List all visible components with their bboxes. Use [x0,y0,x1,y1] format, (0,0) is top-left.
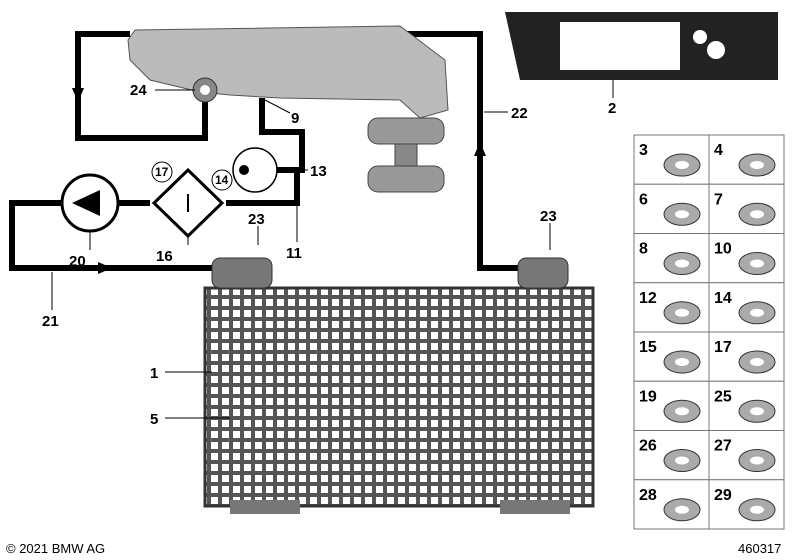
callout-16: 16 [156,248,173,265]
callout-14: 14 [215,173,229,187]
part-number: 3 [639,142,648,159]
part-cell-19[interactable]: 19 [633,380,710,431]
part-cell-6[interactable]: 6 [633,183,710,234]
part-cell-12[interactable]: 12 [633,282,710,333]
part-cell-27[interactable]: 27 [708,430,785,481]
diagram-id: 460317 [738,541,782,556]
oil-pump-20 [60,173,120,233]
part-cell-10[interactable]: 10 [708,233,785,284]
part-number: 4 [714,142,723,159]
parts-grid: 3 4 6 7 8 10 12 14 15 17 19 25 26 27 28 29 [633,134,785,530]
part-number: 28 [639,487,657,504]
part-cell-15[interactable]: 15 [633,331,710,382]
part-number: 8 [639,241,648,258]
part-cell-25[interactable]: 25 [708,380,785,431]
callout-2: 2 [608,100,616,117]
part-number: 10 [714,241,732,258]
callout-17: 17 [155,165,169,179]
copyright: © 2021 BMW AG [6,541,106,556]
part-number: 19 [639,388,657,405]
part-cell-8[interactable]: 8 [633,233,710,284]
part-number: 12 [639,290,657,307]
part-cell-29[interactable]: 29 [708,479,785,530]
part-number: 6 [639,191,648,208]
part-number: 7 [714,191,723,208]
part-number: 27 [714,438,732,455]
callout-24: 24 [130,82,147,99]
part-cell-7[interactable]: 7 [708,183,785,234]
part-cell-26[interactable]: 26 [633,430,710,481]
part-number: 17 [714,339,732,356]
transmission-housing [127,25,449,193]
callout-11: 11 [286,245,302,262]
callout-9: 9 [291,110,299,127]
part-cell-4[interactable]: 4 [708,134,785,185]
callout-23: 23 [540,208,557,225]
callout-20: 20 [69,253,86,270]
part-cell-14[interactable]: 14 [708,282,785,333]
callout-23: 23 [248,211,265,228]
oil-cooler-radiator [203,257,595,514]
oil-lines [9,31,520,274]
callout-21: 21 [42,313,59,330]
part-number: 26 [639,438,657,455]
callout-5: 5 [150,411,158,428]
part-number: 15 [639,339,657,356]
part-cell-17[interactable]: 17 [708,331,785,382]
part-number: 25 [714,388,732,405]
part-cell-3[interactable]: 3 [633,134,710,185]
part-number: 14 [714,290,732,307]
thermostat-13 [232,147,278,193]
callout-1: 1 [150,365,158,382]
frame-part-2 [505,12,778,80]
part-number: 29 [714,487,732,504]
part-cell-28[interactable]: 28 [633,479,710,530]
callout-13: 13 [310,163,327,180]
callout-22: 22 [511,105,528,122]
